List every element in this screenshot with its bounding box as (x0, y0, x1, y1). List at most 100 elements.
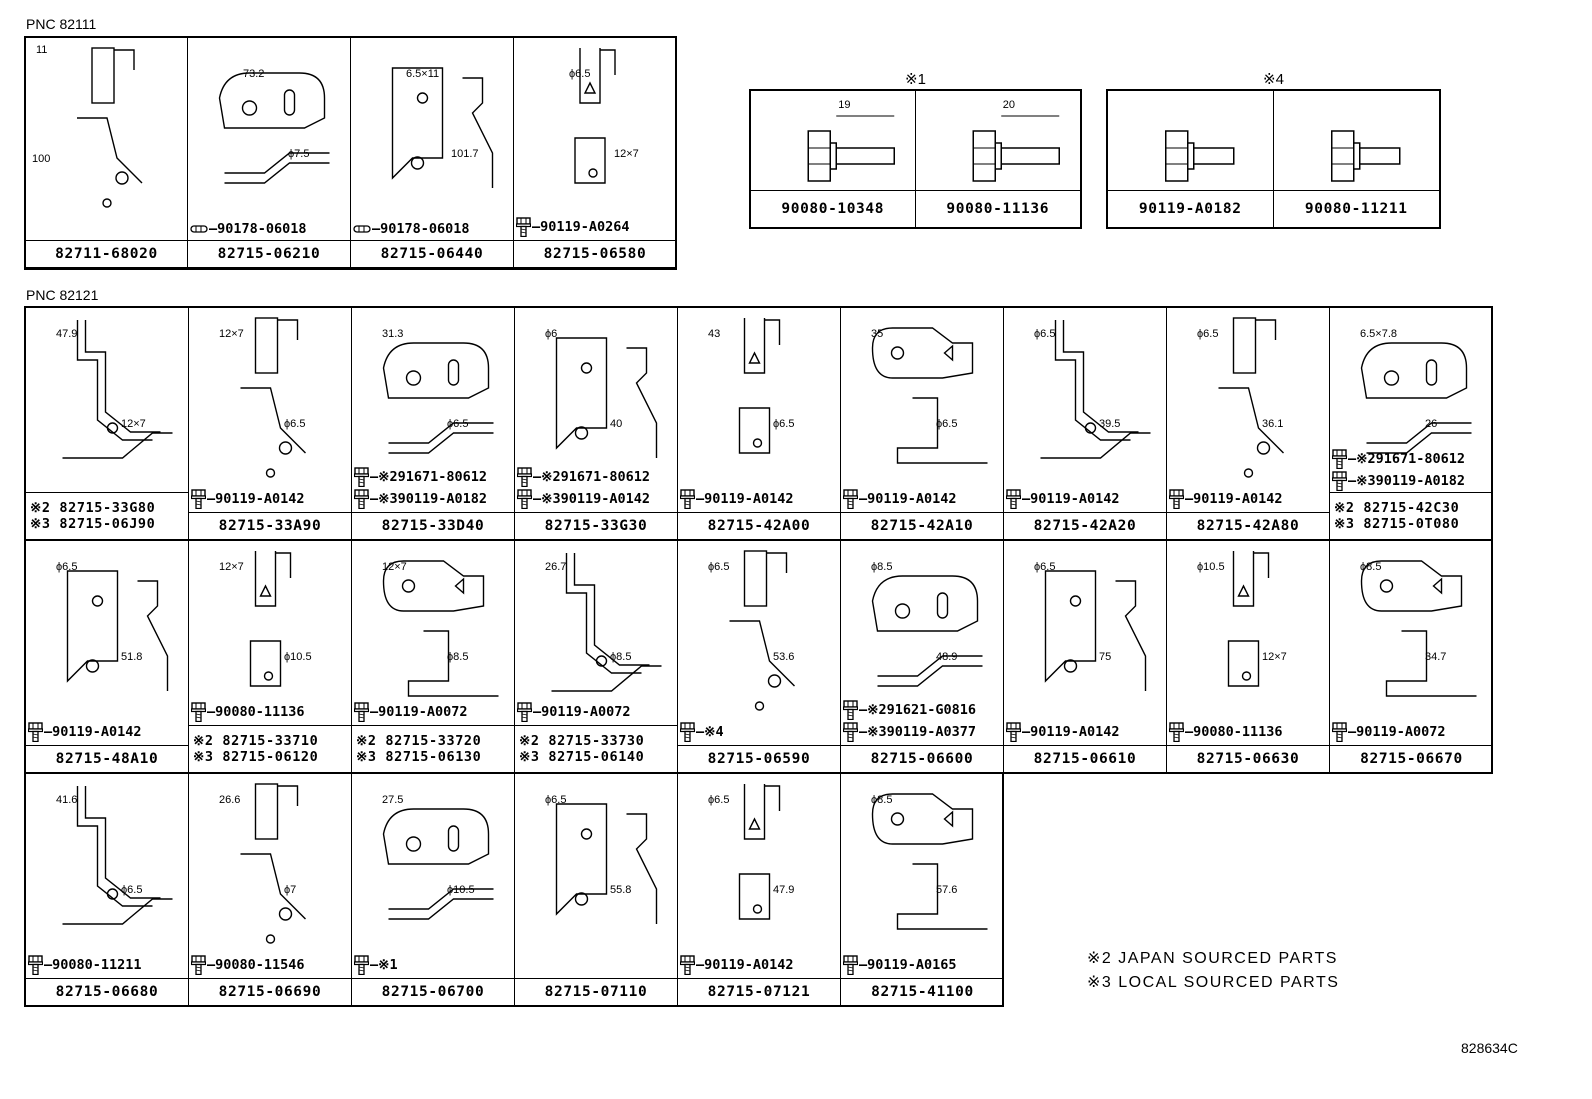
part-number: 82715-42A80 (1167, 512, 1329, 539)
dimension-label: 41.6 (56, 794, 78, 806)
part-cell: ※2 82715-33720※3 82715-06130—90119-A0072… (352, 541, 515, 772)
part-number: 82715-06440 (351, 240, 513, 267)
fastener-part-number: —90080-11546 (207, 957, 305, 973)
dimension-label: 100 (32, 153, 51, 165)
bracket-drawing (738, 784, 781, 920)
fastener-part-number: —90119-A0142 (1022, 491, 1120, 507)
fastener-part-number: —90178-06018 (209, 221, 307, 237)
dimension-label: 20 (1002, 99, 1015, 111)
fastener-part-number: —90178-06018 (372, 221, 470, 237)
sourced-part-number: ※2 82715-33G80 (30, 500, 156, 516)
fastener-part-number: —※390119-A0182 (370, 491, 487, 507)
fastener-callout: —90119-A0142 (191, 489, 305, 509)
dimension-label: 75 (1099, 651, 1112, 663)
fastener-callout: —90119-A0142 (1006, 489, 1120, 509)
sourced-part-number: ※2 82715-33720 (356, 733, 482, 749)
dimension-label: ϕ10.5 (284, 651, 312, 663)
bracket-drawing (1044, 570, 1147, 691)
part-number: 82715-06590 (678, 745, 840, 772)
dimension-label: ϕ7.5 (288, 148, 310, 160)
bracket-drawing (66, 570, 169, 691)
fastener-callout: —90080-11211 (28, 955, 142, 975)
dimension-label: 26.6 (219, 794, 241, 806)
note-local-sourced: ※3 LOCAL SOURCED PARTS (1087, 974, 1340, 991)
part-number: 82715-06600 (841, 745, 1003, 772)
pnc-label-top: PNC 82111 (26, 16, 97, 32)
dimension-label: ϕ6.5 (936, 418, 958, 430)
fastener-part-number: 90080-10348 (751, 190, 915, 227)
dimension-label: 57.6 (936, 884, 958, 896)
fastener-part-number: —※390119-A0182 (1348, 473, 1465, 489)
fastener-cell: 90080-11211 (1273, 91, 1439, 227)
dimension-label: ϕ6.5 (447, 418, 469, 430)
dimension-label: 101.7 (451, 148, 479, 160)
bolt-icon (1330, 130, 1400, 182)
dimension-label: ϕ6.5 (1034, 328, 1056, 340)
bolt-icon (516, 217, 531, 237)
bolt-icon (517, 467, 532, 487)
dimension-label: 48.9 (936, 651, 958, 663)
dimension-label: ϕ8.5 (871, 794, 893, 806)
dimension-label: ϕ8.5 (447, 651, 469, 663)
dimension-label: 40 (610, 418, 623, 430)
dimension-label: ϕ6.5 (773, 418, 795, 430)
bolt-icon (680, 489, 695, 509)
bracket-drawing (555, 803, 658, 924)
part-number: ※2 82715-42C30※3 82715-0T080 (1330, 492, 1493, 539)
fastener-part-number: —90119-A0072 (1348, 724, 1446, 740)
dimension-label: 12×7 (121, 418, 146, 430)
dimension-label: ϕ6.5 (708, 561, 730, 573)
fastener-part-number: —※390119-A0377 (859, 724, 976, 740)
dimension-label: ϕ8.5 (610, 651, 632, 663)
fastener-callout: —90119-A0142 (1169, 489, 1283, 509)
bracket-drawing (391, 67, 494, 188)
fastener-callout: —※291621-G0816 (843, 700, 976, 720)
bolt-icon (1006, 722, 1021, 742)
sourced-part-number: ※3 82715-0T080 (1334, 516, 1460, 532)
sourced-part-number: ※3 82715-06140 (519, 749, 645, 765)
dimension-label: ϕ8.5 (1360, 561, 1382, 573)
fastener-callout: —※390119-A0377 (843, 722, 976, 742)
bolt-icon (972, 115, 1060, 182)
bracket-drawing (1360, 560, 1477, 697)
fastener-callout: —90178-06018 (190, 221, 307, 237)
clip-icon (190, 225, 208, 233)
part-number: 82715-33D40 (352, 512, 514, 539)
part-number: 82715-06610 (1004, 745, 1166, 772)
dimension-label: 6.5×7.8 (1360, 328, 1398, 340)
fastener-callout: —※291671-80612 (354, 467, 487, 487)
clip-icon (353, 225, 371, 233)
fastener-callout: —90080-11136 (191, 702, 305, 722)
bracket-drawing (555, 337, 658, 458)
fastener-callout: —※291671-80612 (1332, 449, 1465, 469)
part-number: 82715-07110 (515, 978, 677, 1005)
dimension-label: 35 (871, 328, 884, 340)
part-number: ※2 82715-33730※3 82715-06140 (515, 725, 677, 772)
fastener-part-number: 90080-11211 (1273, 190, 1439, 227)
fastener-part-number: —90119-A0142 (44, 724, 142, 740)
fastener-part-number: —90080-11211 (44, 957, 142, 973)
bracket-drawing (62, 786, 173, 925)
dimension-label: 53.6 (773, 651, 795, 663)
part-number: 82715-06210 (188, 240, 350, 267)
drawing-number: 828634C (1461, 1040, 1518, 1056)
bolt-icon (807, 115, 895, 182)
sourced-part-number: ※3 82715-06130 (356, 749, 482, 765)
fastener-part-number: —90119-A0142 (1022, 724, 1120, 740)
fastener-callout: —※390119-A0182 (1332, 471, 1465, 491)
bracket-drawing (1218, 317, 1284, 478)
